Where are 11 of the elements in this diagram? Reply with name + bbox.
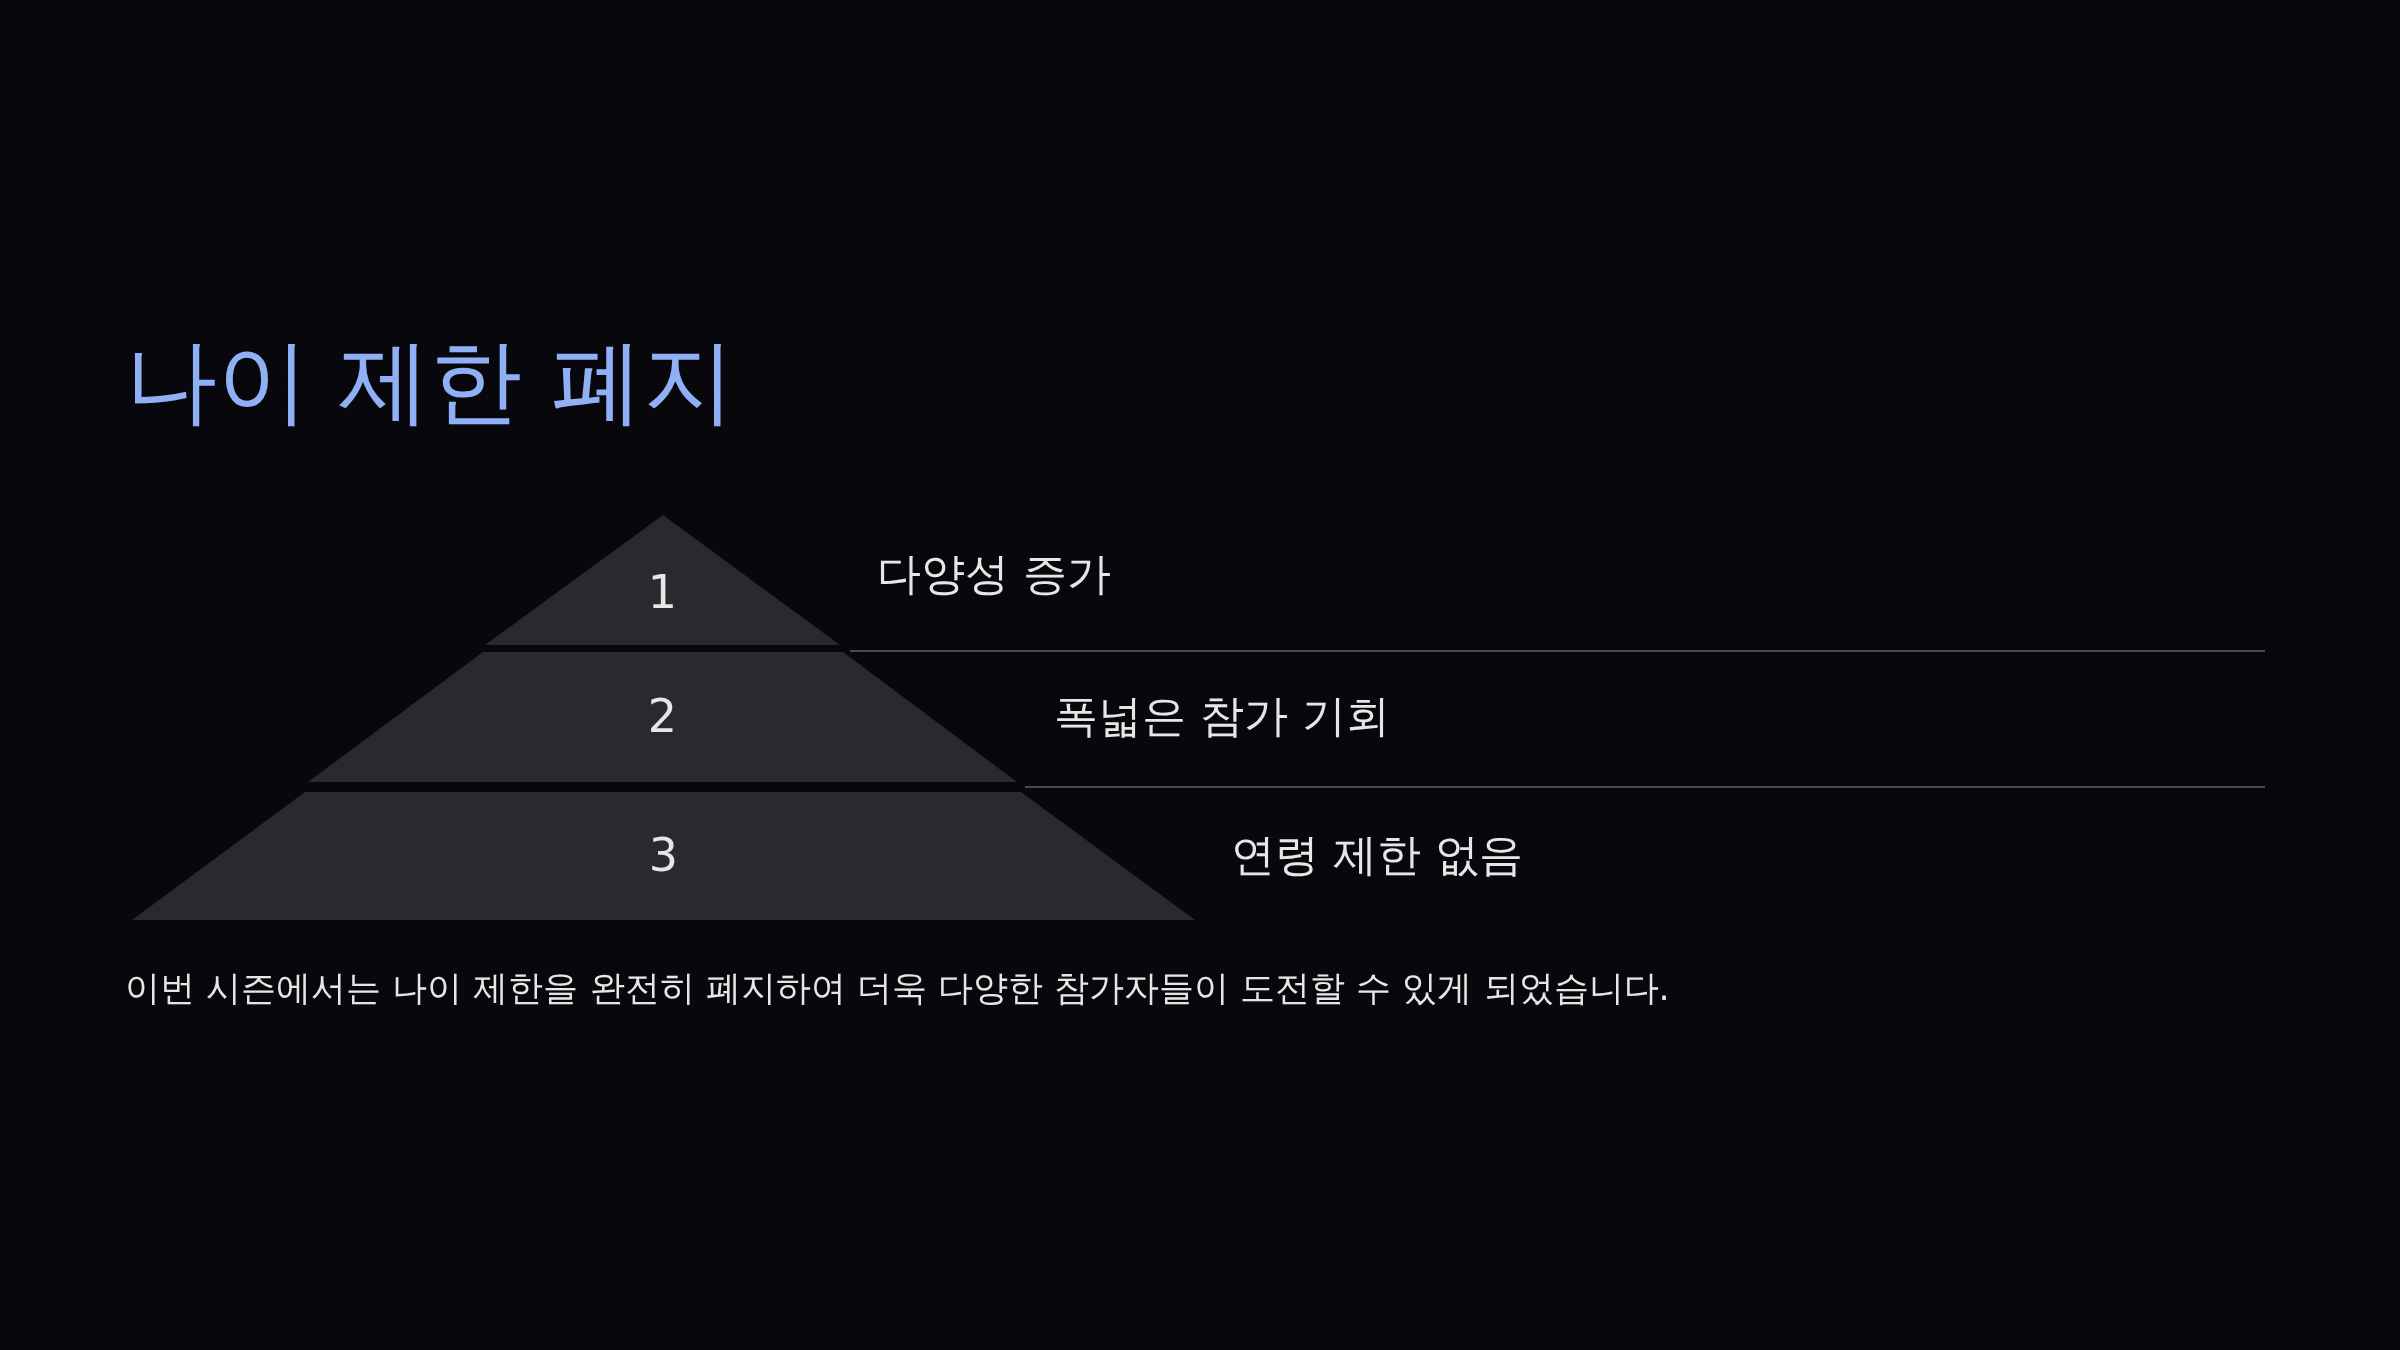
tier-number: 2	[646, 689, 679, 743]
slide-title: 나이 제한 폐지	[125, 327, 736, 437]
tier-description: 폭넓은 참가 기회	[1054, 689, 1390, 743]
tier-number: 1	[646, 565, 679, 619]
tier-description: 다양성 증가	[877, 547, 1111, 601]
pyramid-tier	[308, 652, 1017, 782]
tier-number: 3	[647, 828, 680, 882]
pyramid-tier	[132, 792, 1195, 920]
tier-description: 연령 제한 없음	[1231, 828, 1523, 882]
caption: 이번 시즌에서는 나이 제한을 완전히 폐지하여 더욱 다양한 참가자들이 도전할 수 있게 되었습니다.	[125, 967, 1670, 1010]
pyramid-tier	[485, 515, 840, 645]
